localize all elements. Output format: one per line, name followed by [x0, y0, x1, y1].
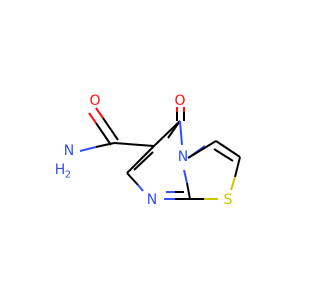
- bond-n8-c7-n: [137, 184, 144, 192]
- bond-c6-c5: [153, 120, 181, 147]
- atom-o-amide: O: [89, 93, 100, 109]
- molecule-structure: O N H 2 O N N S: [55, 93, 241, 208]
- atom-s-ring: S: [224, 192, 233, 208]
- atom-h-subscript: 2: [65, 170, 71, 181]
- bond-c7-c6-ring-2: [133, 151, 154, 171]
- atom-n-amide: N: [64, 143, 74, 159]
- bond-n8-c7: [126, 172, 139, 186]
- bond-n4-c3-c: [187, 140, 217, 159]
- atom-n-fused: N: [178, 149, 188, 165]
- bond-amide-co-2-o: [88, 112, 97, 124]
- bond-c7-c6: [113, 142, 155, 147]
- bonds: [79, 107, 241, 200]
- atom-n-ring: N: [147, 192, 157, 208]
- atom-labels: O N H 2 O N N S: [55, 93, 233, 208]
- bond-c7-c6-ring-1: [126, 145, 155, 174]
- bond-amide-co-1: [102, 117, 119, 141]
- bond-c3-c2-1: [215, 140, 241, 158]
- bond-amide-cn-n: [79, 146, 97, 152]
- bond-c8a-n4: [186, 182, 191, 200]
- bond-amide-co-2: [95, 122, 112, 146]
- atom-o-ketone: O: [174, 93, 185, 109]
- bond-amide-co-1-o: [95, 107, 104, 119]
- bond-c5-n4-n: [179, 120, 183, 146]
- bond-c3-c2-2: [213, 148, 234, 162]
- atom-h-amide: H: [55, 162, 66, 178]
- bond-c5-n4: [167, 120, 181, 139]
- bond-c2-s: [234, 156, 241, 178]
- bond-c2-s-s: [230, 176, 236, 191]
- bond-amide-cn: [95, 142, 115, 148]
- bond-c8a-n4-n: [183, 169, 188, 184]
